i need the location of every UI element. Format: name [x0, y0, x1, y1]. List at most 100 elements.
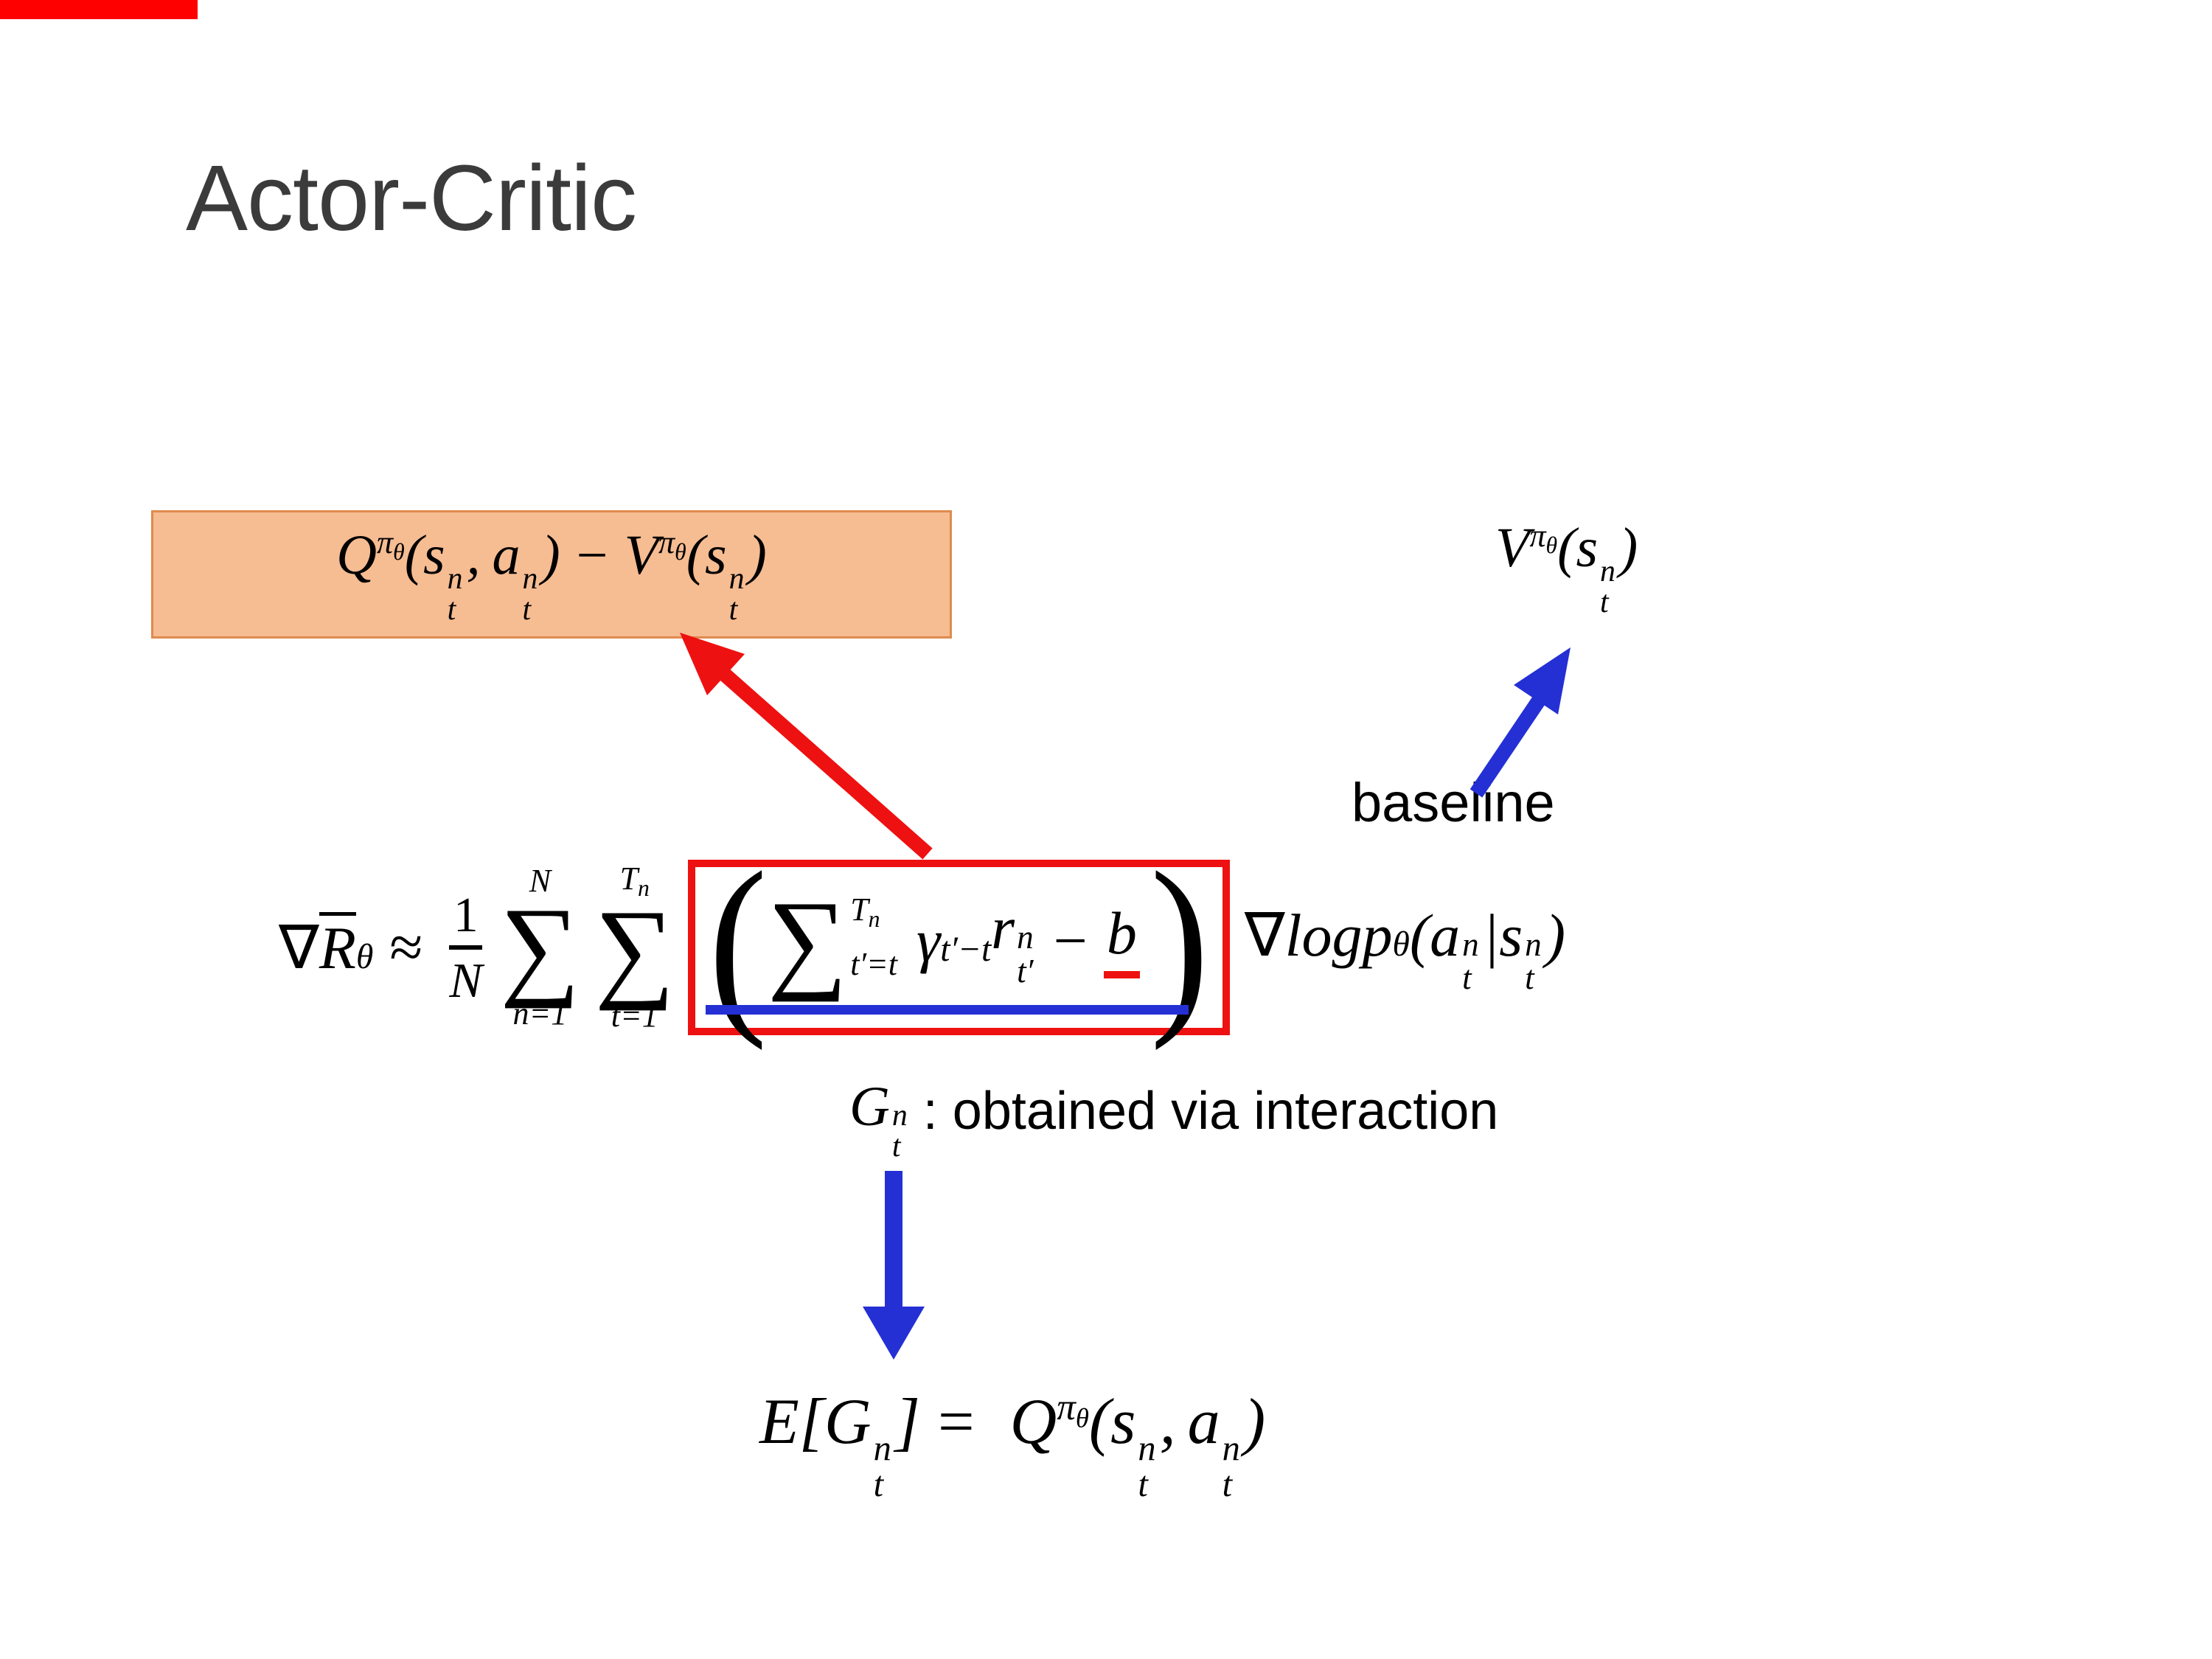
- top-red-strip: [0, 0, 198, 19]
- blue-arrow-shaft: [1470, 696, 1545, 798]
- minus-sign: −: [576, 524, 608, 586]
- glyph-rparen: ): [1618, 517, 1638, 579]
- page-title: Actor-Critic: [186, 146, 637, 250]
- glyph-pi: π: [1057, 1387, 1076, 1429]
- glyph-r: r: [991, 894, 1015, 962]
- glyph-rparen: ): [1243, 1386, 1266, 1458]
- G-blue-underline: [705, 1005, 1189, 1015]
- sup-n: n: [1138, 1429, 1156, 1469]
- sub-t: t: [1525, 959, 1534, 996]
- glyph-theta: θ: [675, 539, 686, 566]
- sub-t: t: [1600, 585, 1609, 619]
- glyph-Q: Q: [336, 524, 378, 586]
- glyph-theta: θ: [1545, 532, 1558, 558]
- glyph-lbracket: [: [799, 1386, 825, 1458]
- baseline-b-term: b: [1103, 903, 1140, 978]
- upper-limit-Tn: Tn: [620, 861, 650, 901]
- sum-over-timesteps: Tn∑t=1: [595, 861, 675, 1033]
- equals-sign: =: [938, 1386, 975, 1458]
- g-note-text: : obtained via interaction: [922, 1082, 1499, 1141]
- glyph-a: a: [1187, 1386, 1220, 1458]
- big-right-paren: ): [1150, 831, 1209, 1051]
- red-arrow: [680, 633, 933, 860]
- blue-arrow-head: [1514, 647, 1571, 714]
- down-arrow-head: [863, 1307, 925, 1360]
- glyph-theta: θ: [393, 539, 405, 566]
- glyph-s: s: [1110, 1386, 1136, 1458]
- glyph-pi: π: [1529, 517, 1546, 554]
- glyph-lparen: (: [1409, 901, 1430, 969]
- sub-t: t: [522, 592, 532, 627]
- numerator-1: 1: [453, 886, 479, 942]
- glyph-a: a: [492, 524, 521, 586]
- baseline-to-value-arrow: [1470, 647, 1571, 798]
- sub-t: t: [1462, 959, 1472, 996]
- nabla-symbol: ∇: [279, 914, 319, 981]
- upper-limit-Tn: Tn: [850, 893, 897, 932]
- glyph-n: n: [868, 905, 880, 932]
- sup-pi-theta: πθ: [658, 524, 686, 565]
- sup-n: n: [1462, 925, 1479, 963]
- glyph-log: log: [1284, 901, 1363, 969]
- red-arrow-shaft: [719, 668, 933, 860]
- approx-symbol: ≈: [389, 914, 423, 981]
- R-bar: R: [319, 912, 356, 979]
- sum-over-episodes: N∑n=1: [500, 862, 580, 1031]
- sup-pi-theta: πθ: [377, 524, 405, 565]
- glyph-comma: ,: [466, 524, 481, 586]
- glyph-gamma: γ: [916, 907, 941, 974]
- glyph-pi: π: [377, 524, 394, 561]
- glyph-p: p: [1362, 901, 1393, 969]
- glyph-G: G: [824, 1386, 872, 1458]
- theta-subscript: θ: [1392, 925, 1410, 964]
- sup-n: n: [1525, 925, 1542, 963]
- nabla-symbol: ∇: [1244, 901, 1285, 969]
- minus-sign: −: [1053, 907, 1088, 974]
- glyph-s: s: [423, 524, 445, 586]
- fraction-bar: [449, 945, 483, 950]
- upper-limit-N: N: [529, 862, 552, 899]
- sup-n: n: [728, 561, 745, 596]
- glyph-s: s: [1499, 901, 1523, 969]
- glyph-comma: ,: [1159, 1386, 1176, 1458]
- glyph-V: V: [624, 524, 659, 586]
- sub-tprime: t′: [1017, 952, 1034, 990]
- sub-t: t: [447, 592, 456, 627]
- glyph-s: s: [705, 524, 727, 586]
- glyph-lparen: (: [404, 524, 424, 586]
- red-arrow-head: [680, 633, 745, 695]
- sup-n: n: [447, 561, 463, 596]
- glyph-n: n: [638, 874, 650, 901]
- sup-n: n: [1222, 1429, 1240, 1469]
- glyph-rparen: ): [1545, 901, 1566, 969]
- denominator-N: N: [449, 953, 483, 1008]
- sigma-symbol: ∑: [767, 878, 848, 1003]
- glyph-a: a: [1430, 901, 1461, 969]
- sup-pi-theta: πθ: [1057, 1387, 1089, 1433]
- sup-n: n: [1017, 919, 1034, 956]
- sup-n: n: [891, 1099, 908, 1133]
- glyph-lparen: (: [1088, 1386, 1111, 1458]
- glyph-pi: π: [658, 524, 675, 561]
- sup-n: n: [873, 1429, 891, 1469]
- sub-t: t: [873, 1464, 884, 1504]
- conditional-bar: |: [1482, 901, 1500, 969]
- glyph-V: V: [1495, 517, 1530, 579]
- sub-t: t: [891, 1129, 901, 1164]
